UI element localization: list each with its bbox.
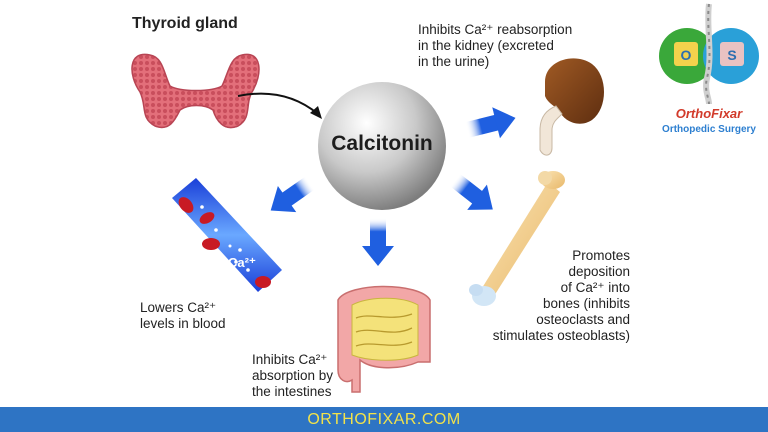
footer-link[interactable]: ORTHOFIXAR.COM xyxy=(307,411,461,428)
arrow-to-intestine xyxy=(362,218,394,266)
bone-illustration xyxy=(469,171,565,306)
footer-bar: ORTHOFIXAR.COM xyxy=(0,407,768,432)
arrow-to-kidney xyxy=(465,107,516,139)
brand-tagline: Orthopedic Surgery xyxy=(662,124,756,135)
thyroid-gland-illustration xyxy=(131,53,260,129)
intestine-illustration xyxy=(337,285,431,393)
bone-effect-label: Promotes deposition of Ca²⁺ into bones (… xyxy=(492,248,630,343)
blood-vessel-illustration xyxy=(172,178,282,292)
intestine-effect-label: Inhibits Ca²⁺ absorption by the intestin… xyxy=(252,352,334,399)
logo-letter-s: S xyxy=(727,47,737,63)
thyroid-arrowhead xyxy=(310,106,322,119)
vessel-ca-label: Ca²⁺ xyxy=(228,255,256,270)
kidney-illustration xyxy=(539,58,604,156)
arrow-to-blood xyxy=(270,176,315,213)
kidney-effect-label: Inhibits Ca²⁺ reabsorption in the kidney… xyxy=(418,22,573,69)
brand-name: OrthoFixar xyxy=(675,106,743,121)
calcitonin-sphere xyxy=(318,82,446,210)
calcitonin-label: Calcitonin xyxy=(331,132,433,155)
arrow-to-bone xyxy=(450,173,493,210)
blood-effect-label: Lowers Ca²⁺ levels in blood xyxy=(140,300,226,331)
orthofixar-logo xyxy=(659,3,759,105)
logo-letter-o: O xyxy=(680,47,692,63)
thyroid-to-calcitonin-arrow xyxy=(237,92,319,115)
thyroid-gland-label: Thyroid gland xyxy=(132,15,238,32)
